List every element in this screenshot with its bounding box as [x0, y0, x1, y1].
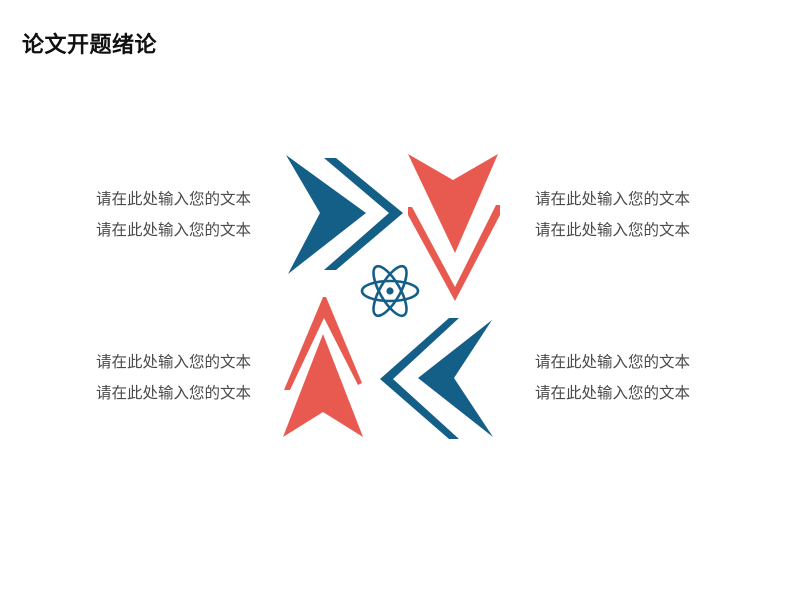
red-arrow-up-solid	[283, 334, 363, 437]
text-line: 请在此处输入您的文本	[535, 221, 691, 239]
text-line: 请在此处输入您的文本	[96, 353, 252, 371]
blue-arrow-right	[286, 155, 403, 274]
red-arrow-up-outline	[284, 297, 362, 390]
text-block-top-right: 请在此处输入您的文本 请在此处输入您的文本	[535, 184, 735, 246]
text-line: 请在此处输入您的文本	[535, 384, 691, 402]
atom-nucleus	[386, 287, 394, 295]
red-arrow-down-solid	[408, 154, 498, 253]
blue-arrow-right-solid	[286, 155, 366, 274]
red-arrow-up	[283, 297, 363, 437]
atom-orbit	[372, 264, 408, 318]
red-arrow-down	[408, 154, 500, 301]
text-block-bottom-left: 请在此处输入您的文本 请在此处输入您的文本	[96, 347, 296, 409]
text-line: 请在此处输入您的文本	[96, 221, 252, 239]
blue-arrow-left-solid	[418, 320, 493, 437]
atom-icon	[360, 264, 420, 318]
text-line: 请在此处输入您的文本	[535, 353, 691, 371]
blue-arrow-left	[380, 318, 493, 439]
text-line: 请在此处输入您的文本	[96, 190, 252, 208]
atom-orbit	[360, 279, 420, 303]
page-title: 论文开题绪论	[22, 33, 158, 58]
atom-orbit	[372, 264, 408, 318]
text-block-bottom-right: 请在此处输入您的文本 请在此处输入您的文本	[535, 347, 735, 409]
text-line: 请在此处输入您的文本	[96, 384, 252, 402]
text-line: 请在此处输入您的文本	[535, 190, 691, 208]
text-block-top-left: 请在此处输入您的文本 请在此处输入您的文本	[96, 184, 296, 246]
